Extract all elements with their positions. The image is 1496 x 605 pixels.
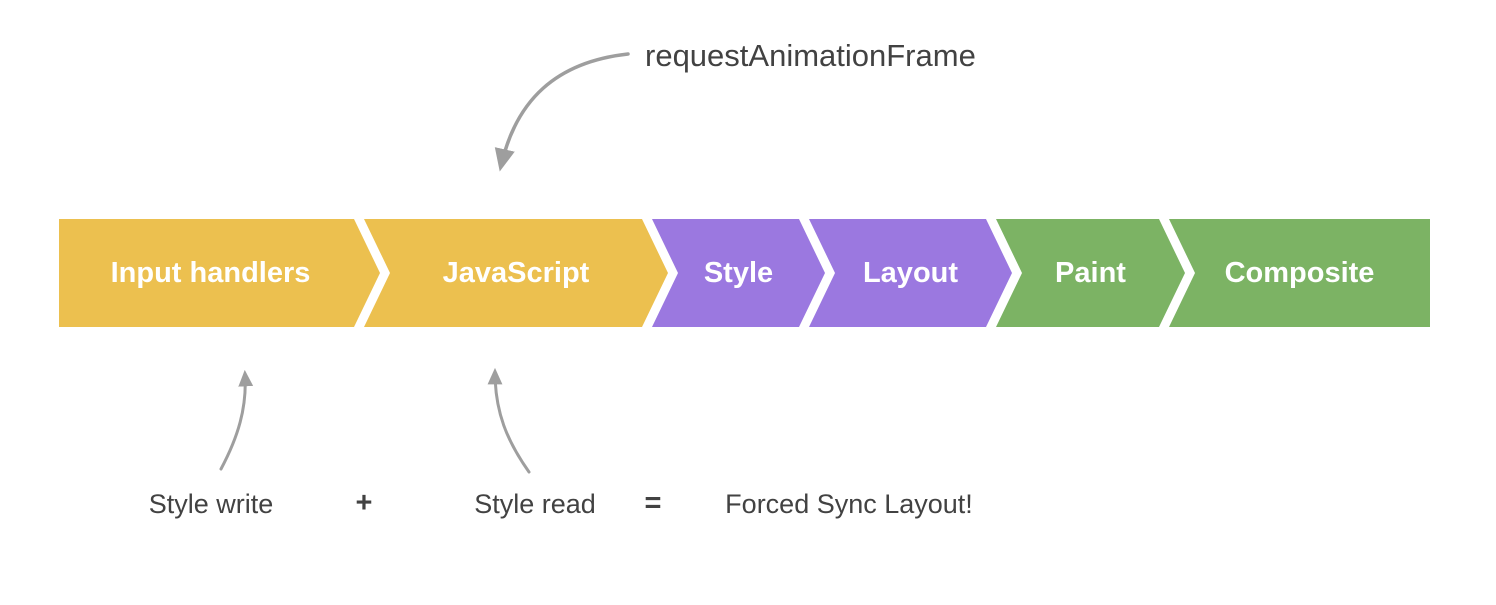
segment-label: Layout bbox=[862, 256, 959, 289]
segment-label: Composite bbox=[1224, 256, 1375, 289]
equation-style-write: Style write bbox=[148, 489, 274, 519]
equation-style-read: Style read bbox=[474, 489, 596, 519]
pipeline-segment-composite: Composite bbox=[1169, 219, 1430, 327]
raf-label: requestAnimationFrame bbox=[645, 38, 976, 73]
pipeline-segment-input-handlers: Input handlers bbox=[59, 219, 380, 327]
pipeline-segment-layout: Layout bbox=[809, 219, 1012, 327]
pipeline-bar: Input handlers JavaScript Style Layout P… bbox=[59, 219, 1430, 327]
equation-plus-sign: + bbox=[355, 487, 373, 519]
style-write-arrow-icon bbox=[219, 369, 254, 471]
segment-label: Paint bbox=[1055, 256, 1126, 289]
segment-label: Input handlers bbox=[110, 256, 311, 289]
raf-curved-arrow-icon bbox=[494, 52, 630, 172]
equation-equals-sign: = bbox=[644, 487, 662, 519]
segment-label: JavaScript bbox=[442, 256, 590, 289]
pipeline-segment-javascript: JavaScript bbox=[364, 219, 668, 327]
style-read-arrow-icon bbox=[487, 367, 531, 474]
equation-result: Forced Sync Layout! bbox=[725, 489, 973, 519]
pipeline-segment-paint: Paint bbox=[996, 219, 1185, 327]
segment-label: Style bbox=[703, 256, 774, 289]
pipeline-segment-style: Style bbox=[652, 219, 825, 327]
